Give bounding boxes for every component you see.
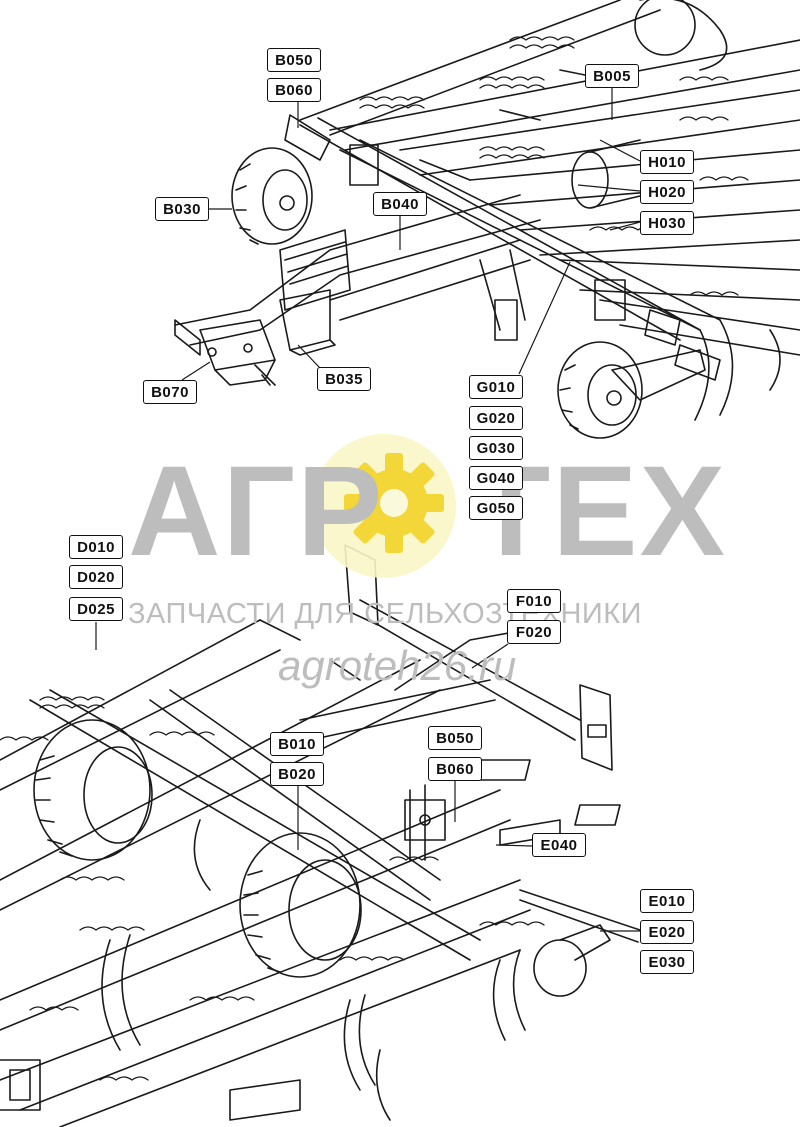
bottom-springs [0, 696, 545, 1081]
top-springs [359, 36, 749, 296]
callout-f010[interactable]: F010 [507, 589, 561, 613]
callout-b035[interactable]: B035 [317, 367, 371, 391]
top-leader-lines [181, 88, 641, 381]
watermark-url: agroteh26.ru [278, 642, 517, 689]
callout-d025[interactable]: D025 [69, 597, 123, 621]
callout-h030[interactable]: H030 [640, 211, 694, 235]
callout-e010[interactable]: E010 [640, 889, 694, 913]
bottom-leader-lines [95, 622, 640, 932]
callout-e030[interactable]: E030 [640, 950, 694, 974]
callout-g050[interactable]: G050 [469, 496, 523, 520]
callout-b020[interactable]: B020 [270, 762, 324, 786]
bottom-center-wheel [239, 832, 362, 978]
callout-e040[interactable]: E040 [532, 833, 586, 857]
callout-b050-top[interactable]: B050 [267, 48, 321, 72]
callout-b060-bottom[interactable]: B060 [428, 757, 482, 781]
top-left-wheel [231, 147, 313, 245]
watermark-title-left: АГР [128, 440, 385, 583]
callout-f020[interactable]: F020 [507, 620, 561, 644]
top-right-wheel [557, 341, 706, 439]
callout-b070[interactable]: B070 [143, 380, 197, 404]
gear-icon [344, 453, 444, 553]
callout-g010[interactable]: G010 [469, 375, 523, 399]
top-assembly-drawing [174, 0, 800, 439]
callout-b005[interactable]: B005 [585, 64, 639, 88]
callout-d020[interactable]: D020 [69, 565, 123, 589]
callout-h020[interactable]: H020 [640, 180, 694, 204]
callout-g020[interactable]: G020 [469, 406, 523, 430]
callout-g040[interactable]: G040 [469, 466, 523, 490]
callout-b050-bottom[interactable]: B050 [428, 726, 482, 750]
bottom-left-wheel [33, 719, 153, 861]
callout-b010[interactable]: B010 [270, 732, 324, 756]
callout-b040-top[interactable]: B040 [373, 192, 427, 216]
callout-g030[interactable]: G030 [469, 436, 523, 460]
callout-e020[interactable]: E020 [640, 920, 694, 944]
watermark-logo [312, 434, 456, 578]
callout-h010[interactable]: H010 [640, 150, 694, 174]
callout-b030[interactable]: B030 [155, 197, 209, 221]
watermark-subtitle: ЗАПЧАСТИ ДЛЯ СЕЛЬХОЗТЕХНИКИ [128, 598, 642, 630]
callout-d010[interactable]: D010 [69, 535, 123, 559]
callout-b060-top[interactable]: B060 [267, 78, 321, 102]
